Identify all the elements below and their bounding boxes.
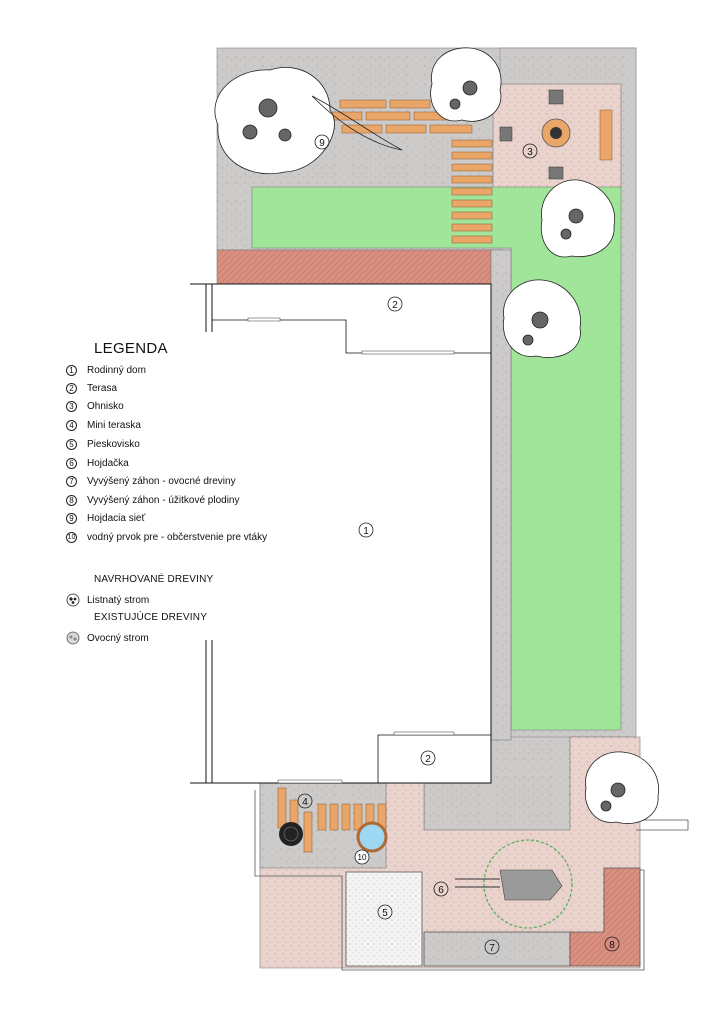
marker-water: 10 <box>358 853 367 862</box>
marker-fire-pit: 3 <box>527 147 533 158</box>
mini-terrace-planks <box>277 787 387 853</box>
marker-house: 1 <box>363 526 369 537</box>
raised-bed-fruit <box>423 931 571 967</box>
legend-item-10: 10 vodný prvok pre - občerstvenie pre vt… <box>66 531 268 543</box>
legend-item-4: 4 Mini teraska <box>66 417 141 433</box>
legend-item-5: 5 Pieskovisko <box>66 436 140 452</box>
legend-proposed-tree: Listnatý strom <box>66 592 149 608</box>
proposed-trees-heading: NAVRHOVANÉ DREVINY <box>94 574 214 585</box>
marker-terrace-bottom: 2 <box>425 754 431 765</box>
tree-lawn-2 <box>502 279 581 358</box>
marker-bed-fruit: 7 <box>489 943 495 954</box>
deciduous-tree-icon <box>66 593 80 607</box>
legend-existing-tree: Ovocný strom <box>66 630 149 646</box>
wooden-walkway <box>319 99 493 244</box>
raised-bed-crops <box>569 867 641 967</box>
legend-item-7: 7 Vyvýšený záhon - ovocné dreviny <box>66 473 236 489</box>
brick-strip <box>216 249 492 285</box>
tree-southeast <box>584 751 660 824</box>
legend-item-9: 9 Hojdacia sieť <box>66 510 145 526</box>
legend-item-6: 6 Hojdačka <box>66 455 129 471</box>
fire-pit-furniture <box>499 89 613 180</box>
marker-swing: 6 <box>438 885 444 896</box>
swing-area <box>455 839 573 929</box>
legend-item-8: 8 Vyvýšený záhon - úžitkové plodiny <box>66 492 240 508</box>
existing-fruit-tree <box>279 822 303 846</box>
marker-mini-terrace: 4 <box>302 797 308 808</box>
tree-lawn-1 <box>540 179 616 258</box>
marker-terrace-top: 2 <box>392 300 398 311</box>
plan-markers: 1 2 2 3 4 5 6 7 8 9 10 <box>297 134 620 955</box>
marker-sandbox: 5 <box>382 908 388 919</box>
fruit-tree-icon <box>66 631 80 645</box>
tree-north <box>430 47 502 122</box>
marker-hammock: 9 <box>319 138 325 149</box>
legend-title: LEGENDA <box>94 340 168 357</box>
legend-item-3: 3 Ohnisko <box>66 398 124 414</box>
existing-trees-heading: EXISTUJÚCE DREVINY <box>94 612 208 623</box>
hammock-net <box>311 95 403 151</box>
legend-item-1: 1 Rodinný dom <box>66 362 146 378</box>
water-element <box>356 821 388 853</box>
legend-item-2: 2 Terasa <box>66 380 117 396</box>
plot-boundary <box>254 790 645 971</box>
marker-bed-crops: 8 <box>609 940 615 951</box>
tree-hammock <box>214 67 335 175</box>
